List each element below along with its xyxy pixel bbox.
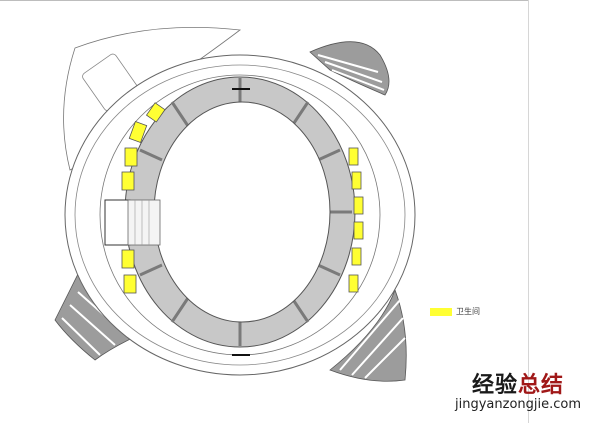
- corner-wing-se: [329, 288, 407, 382]
- field: [153, 101, 331, 323]
- restrooms-west: [121, 102, 166, 294]
- watermark: 经验总结 jingyanzongjie.com: [455, 374, 581, 412]
- vomitories: [139, 78, 352, 346]
- legend: 卫生间: [430, 306, 480, 317]
- restrooms-east: [348, 147, 364, 293]
- legend-swatch-restroom: [430, 307, 452, 316]
- legend-label-restroom: 卫生间: [456, 307, 480, 316]
- watermark-url: jingyanzongjie.com: [455, 397, 582, 412]
- west-press-block: [104, 199, 161, 246]
- frame-right-border: [528, 0, 529, 423]
- watermark-chinese: 经验总结: [471, 373, 565, 398]
- corner-wing-ne: [309, 41, 390, 96]
- frame-top-border: [0, 0, 528, 1]
